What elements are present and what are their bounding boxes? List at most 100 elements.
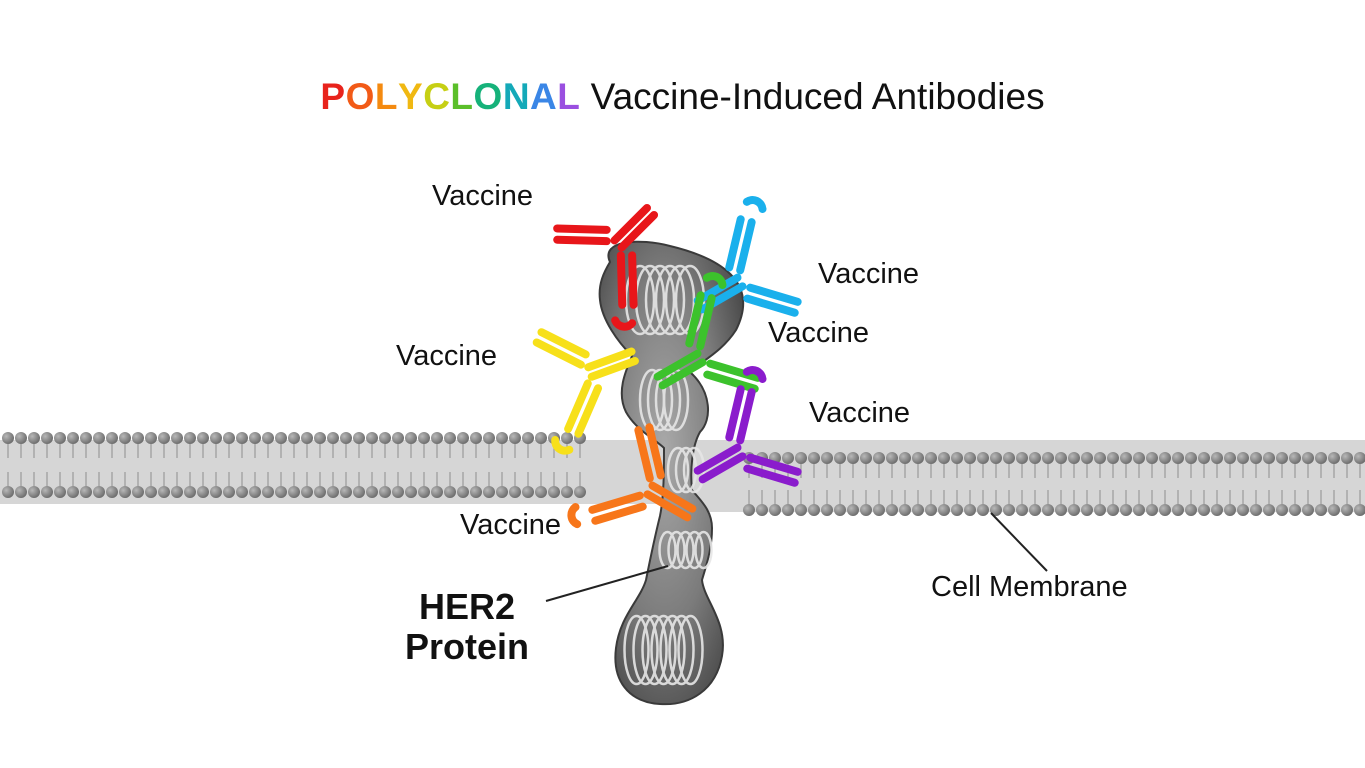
lipid-head — [1172, 452, 1184, 464]
lipid-head — [1185, 452, 1197, 464]
lipid-head — [1250, 452, 1262, 464]
lipid-head — [314, 432, 326, 444]
lipid-head — [106, 486, 118, 498]
label-cell-membrane: Cell Membrane — [931, 571, 1128, 603]
antibody-segment — [743, 464, 799, 487]
antibody-blue — [693, 196, 802, 317]
lipid-head — [93, 486, 105, 498]
lipid-head — [1094, 452, 1106, 464]
lipid-head — [808, 504, 820, 516]
lipid-head — [327, 432, 339, 444]
antibody-green — [653, 272, 762, 393]
lipid-head — [184, 432, 196, 444]
lipid-head — [158, 432, 170, 444]
lipid-head — [1315, 452, 1327, 464]
protein-coil — [650, 614, 677, 686]
lipid-head — [769, 504, 781, 516]
title-letter-8: A — [530, 76, 558, 117]
lipid-head — [444, 432, 456, 444]
membrane-tails — [7, 444, 1361, 504]
lipid-head — [366, 486, 378, 498]
lipid-head — [782, 452, 794, 464]
lipid-head — [1224, 504, 1236, 516]
lipid-head — [1341, 504, 1353, 516]
antibody-segment — [610, 203, 651, 245]
title-letter-5: L — [450, 76, 474, 117]
lipid-head — [41, 486, 53, 498]
lipid-head — [1289, 452, 1301, 464]
title-letter-1: O — [345, 76, 375, 117]
lipid-head — [821, 504, 833, 516]
label-her2: HER2 — [418, 586, 516, 627]
lipid-head — [288, 486, 300, 498]
lipid-head — [223, 486, 235, 498]
label-vaccine-red: Vaccine — [432, 180, 534, 212]
antibody-binding-site — [742, 366, 767, 383]
lipid-head — [236, 486, 248, 498]
lipid-head — [379, 486, 391, 498]
antibody-binding-site — [567, 503, 582, 529]
lipid-head — [418, 432, 430, 444]
antibody-segment — [736, 388, 756, 445]
protein-coil — [632, 614, 659, 686]
lipid-head — [366, 432, 378, 444]
lipid-head — [925, 452, 937, 464]
lipid-head — [28, 486, 40, 498]
lipid-head — [431, 486, 443, 498]
title-letter-4: C — [423, 76, 451, 117]
lipid-head — [1055, 504, 1067, 516]
lipid-head — [1094, 504, 1106, 516]
antibody-segment — [703, 370, 759, 393]
lipid-head — [1081, 504, 1093, 516]
protein-coil — [658, 530, 677, 570]
lipid-head — [1042, 452, 1054, 464]
lipid-head — [964, 504, 976, 516]
lipid-head — [132, 486, 144, 498]
lipid-head — [1211, 452, 1223, 464]
antibody-segment — [584, 347, 636, 372]
lipid-head — [925, 504, 937, 516]
lipid-head — [951, 452, 963, 464]
lipid-head — [67, 486, 79, 498]
antibody-orange — [567, 423, 697, 529]
protein-coil — [694, 530, 713, 570]
lipid-head — [249, 432, 261, 444]
protein-coil — [623, 614, 650, 686]
lipid-head — [1146, 504, 1158, 516]
protein-coil — [667, 530, 686, 570]
lipid-head — [743, 504, 755, 516]
lipid-head — [158, 486, 170, 498]
lipid-head — [1302, 504, 1314, 516]
lipid-head — [15, 486, 27, 498]
lipid-head — [249, 486, 261, 498]
antibody-segment — [588, 491, 644, 514]
lipid-head — [834, 452, 846, 464]
lipid-head — [197, 486, 209, 498]
lipid-head — [522, 432, 534, 444]
lipid-head — [2, 486, 14, 498]
protein-coil — [646, 368, 674, 432]
lipid-head — [1198, 504, 1210, 516]
lipid-head — [275, 486, 287, 498]
lipid-head — [210, 432, 222, 444]
lipid-head — [301, 486, 313, 498]
lipid-head — [795, 504, 807, 516]
title-highlight: POLYCLONAL — [320, 76, 580, 117]
lipid-head — [1354, 452, 1365, 464]
lipid-head — [1016, 504, 1028, 516]
lipid-head — [1198, 452, 1210, 464]
lipid-head — [340, 432, 352, 444]
lipid-head — [392, 486, 404, 498]
lipid-head — [1081, 452, 1093, 464]
protein-coil — [685, 530, 704, 570]
lipid-head — [964, 452, 976, 464]
protein-coil — [644, 264, 676, 336]
lipid-head — [1016, 452, 1028, 464]
protein-coil — [677, 614, 704, 686]
antibody-segment — [743, 294, 799, 317]
lipid-head — [1237, 452, 1249, 464]
lipid-head — [990, 504, 1002, 516]
title-rest: Vaccine-Induced Antibodies — [580, 76, 1045, 117]
label-her2-protein: HER2 Protein — [384, 587, 550, 667]
